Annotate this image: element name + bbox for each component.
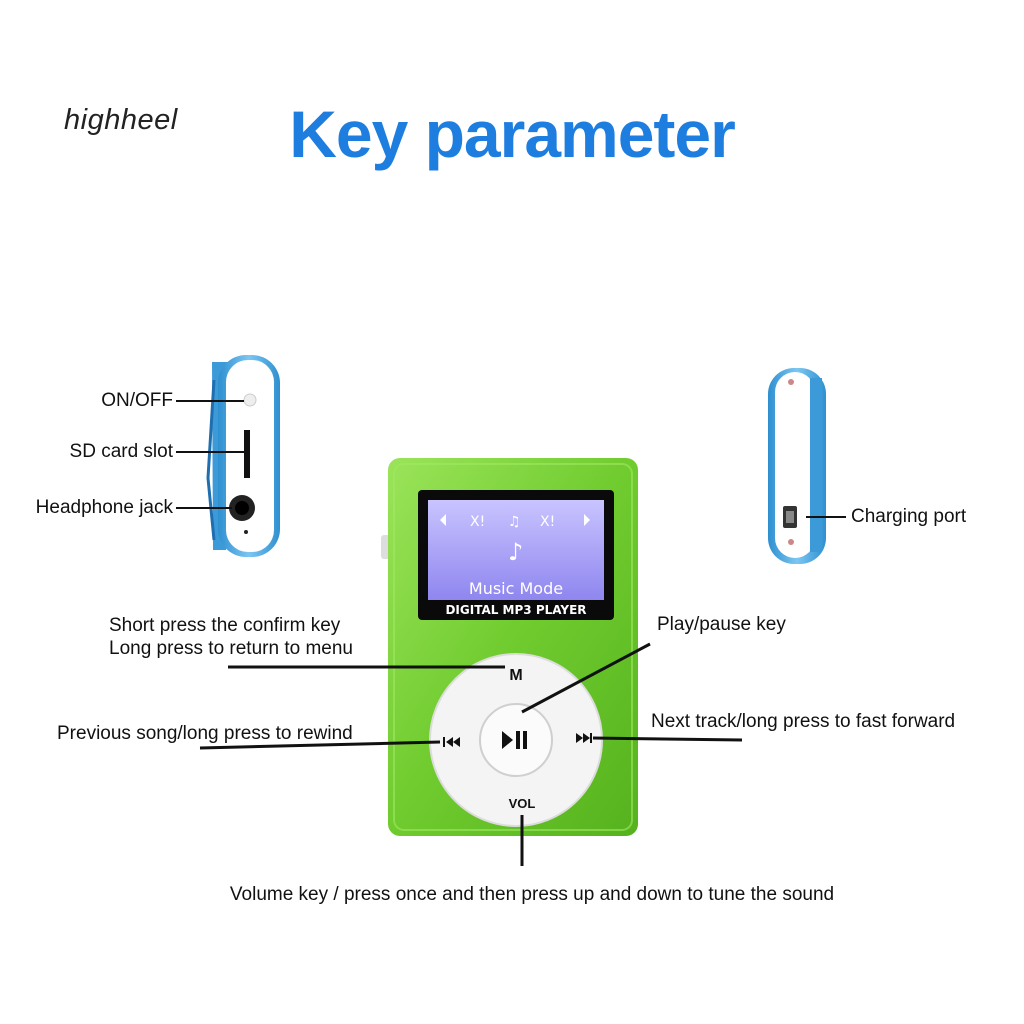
svg-text:X!: X!	[540, 514, 555, 530]
volume-key: VOL	[509, 796, 536, 811]
lcd-screen	[428, 500, 604, 600]
headphone-jack-label: Headphone jack	[35, 497, 173, 518]
on-off-switch	[243, 393, 257, 407]
sd-card-slot	[244, 430, 250, 478]
play-pause-icon	[502, 731, 527, 749]
volume-key-label: Volume key / press once and then press u…	[229, 884, 835, 905]
sd-card-slot-label: SD card slot	[69, 441, 173, 462]
fast-forward-icon	[576, 733, 592, 743]
previous-song-label: Previous song/long press to rewind	[57, 723, 353, 744]
screen-mode: Music Mode	[469, 579, 563, 598]
right-side-view	[768, 368, 826, 564]
page-title: Key parameter	[289, 97, 736, 171]
rewind-icon	[443, 737, 460, 747]
front-view: X! ♫ X! ♪ Music Mode DIGITAL MP3 PLAYER …	[381, 458, 638, 836]
right-clip	[810, 378, 822, 552]
next-track-label: Next track/long press to fast forward	[651, 711, 956, 732]
callout-lines	[176, 400, 846, 866]
brand-watermark: highheel	[64, 104, 178, 136]
music-note-icon: ♪	[508, 538, 523, 566]
on-off-label: ON/OFF	[101, 390, 173, 411]
confirm-key-label-line1: Short press the confirm key	[109, 615, 341, 636]
play-pause-label: Play/pause key	[657, 614, 786, 635]
confirm-key-label-line2: Long press to return to menu	[109, 638, 353, 659]
charging-port-label: Charging port	[851, 506, 967, 527]
svg-text:♫: ♫	[508, 514, 521, 530]
menu-key: M	[509, 667, 522, 684]
svg-text:X!: X!	[470, 514, 485, 530]
left-side-view	[206, 355, 280, 557]
device-brand: DIGITAL MP3 PLAYER	[445, 603, 586, 617]
